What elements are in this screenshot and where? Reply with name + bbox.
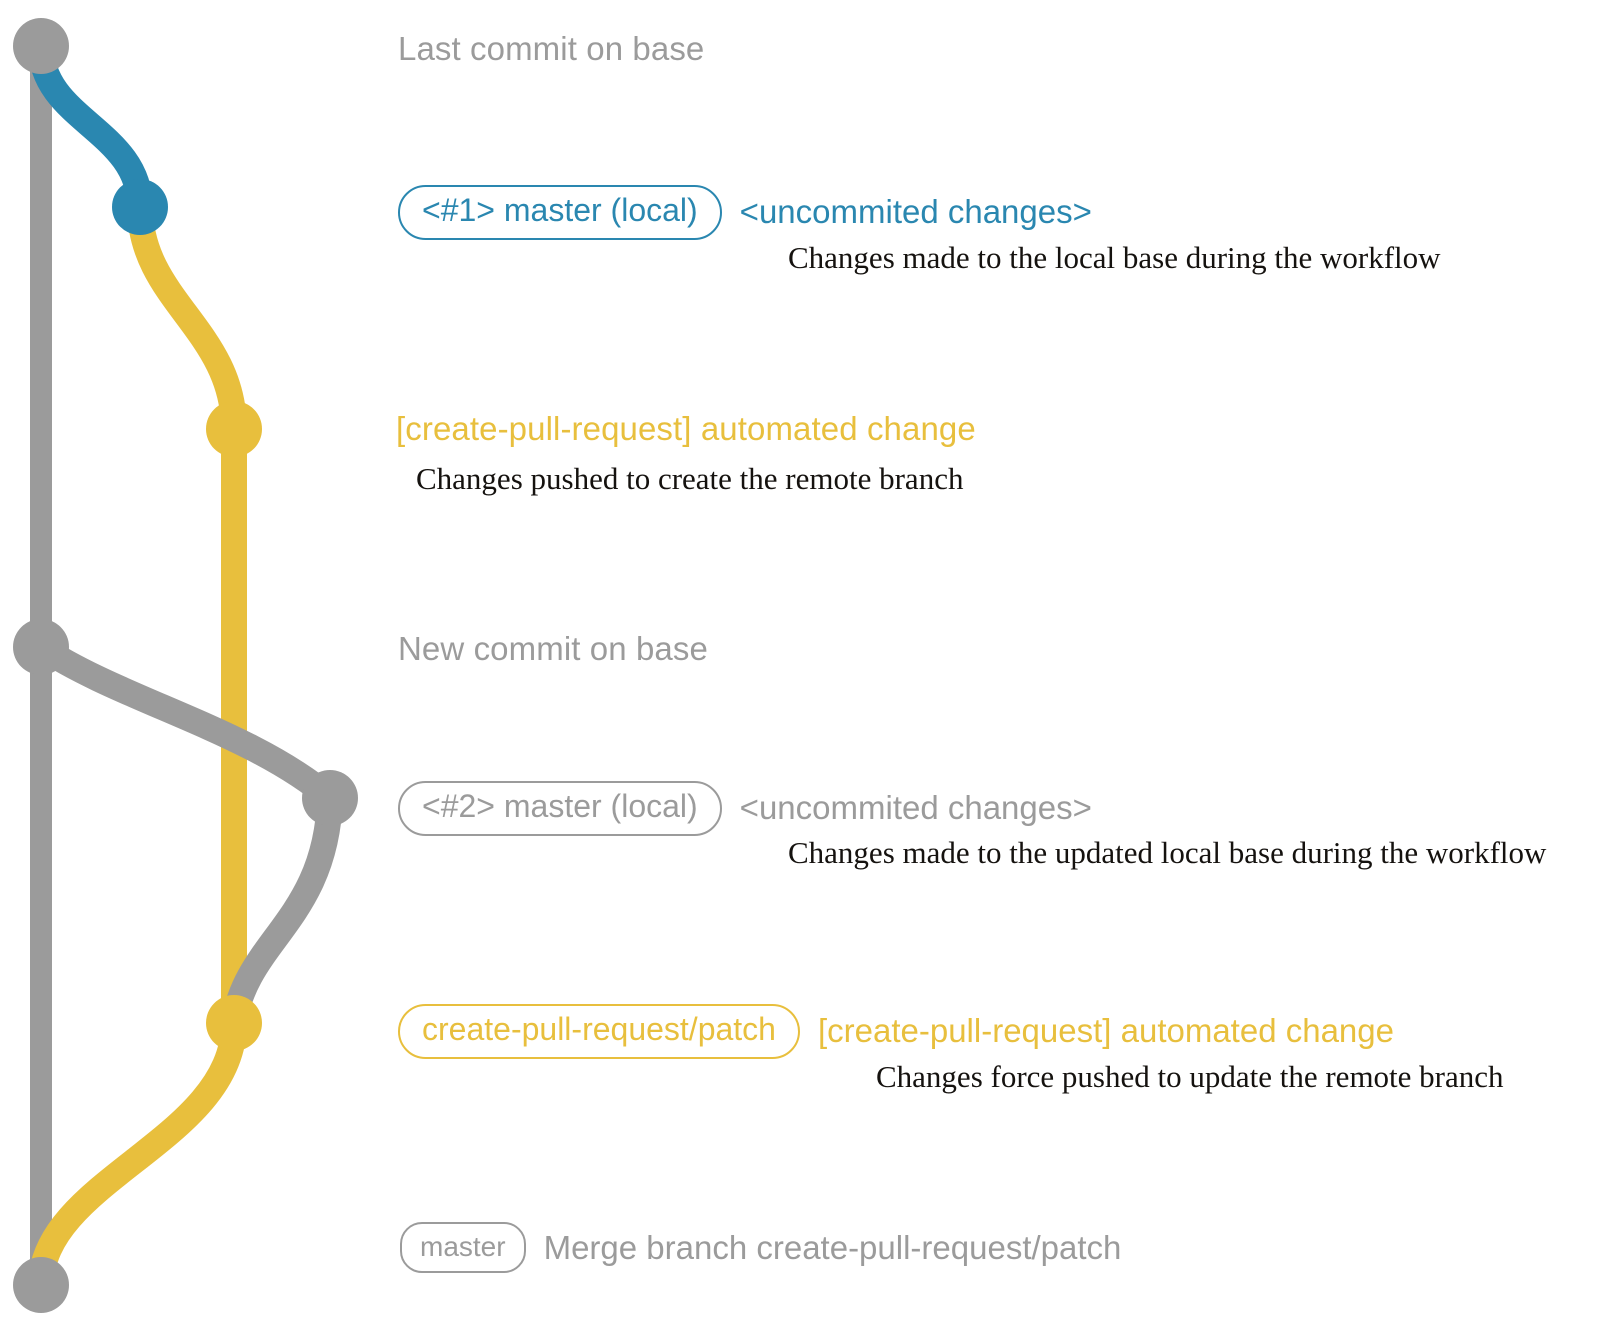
commit-description-automated-change-2: Changes force pushed to update the remot… [876,1059,1504,1094]
commit-row-new-commit-on-base: New commit on base [398,630,708,668]
commit-node-master-local-1 [112,179,168,235]
branch-line-patch [127,194,247,1036]
branch-line-patch-merge [28,1010,247,1298]
commit-description-master-local-2: Changes made to the updated local base d… [788,835,1547,870]
git-graph [13,18,358,1313]
commit-node-automated-change-2 [206,995,262,1051]
commit-node-automated-change-1 [206,401,262,457]
commit-node-master-local-2 [302,770,358,826]
branch-line-local-2-to-patch [221,785,343,1036]
commit-row-master-local-2: <#2> master (local) <uncommited changes> [398,781,1092,836]
commit-subject-automated-change-1: [create-pull-request] automated change [396,410,976,447]
commit-row-merge-master: master Merge branch create-pull-request/… [400,1222,1122,1274]
branch-line-local-1 [28,33,153,220]
commit-subject-master-local-1: <uncommited changes> [739,193,1092,231]
commit-subject-automated-change-2: [create-pull-request] automated change [817,1012,1394,1050]
commit-node-merge-master [13,1257,69,1313]
branch-line-local-2 [28,634,343,811]
branch-badge-master[interactable]: master [400,1222,526,1274]
commit-node-new-commit-on-base [13,619,69,675]
commit-row-last-commit-on-base: Last commit on base [398,30,704,68]
commit-node-last-commit-on-base [13,18,69,74]
commit-subject-merge-master: Merge branch create-pull-request/patch [543,1228,1122,1266]
commit-row-automated-change-1: [create-pull-request] automated change [396,410,976,448]
commit-description-automated-change-1: Changes pushed to create the remote bran… [416,461,964,496]
branch-badge-master-local-2[interactable]: <#2> master (local) [398,781,722,836]
commit-row-automated-change-2: create-pull-request/patch [create-pull-r… [398,1004,1394,1059]
branch-badge-create-pull-request-patch[interactable]: create-pull-request/patch [398,1004,800,1059]
commit-row-master-local-1: <#1> master (local) <uncommited changes> [398,185,1092,240]
commit-subject-new-commit-on-base: New commit on base [398,630,708,667]
branch-badge-master-local-1[interactable]: <#1> master (local) [398,185,722,240]
commit-subject-last-commit-on-base: Last commit on base [398,30,705,67]
commit-subject-master-local-2: <uncommited changes> [739,789,1092,827]
commit-description-master-local-1: Changes made to the local base during th… [788,240,1441,275]
